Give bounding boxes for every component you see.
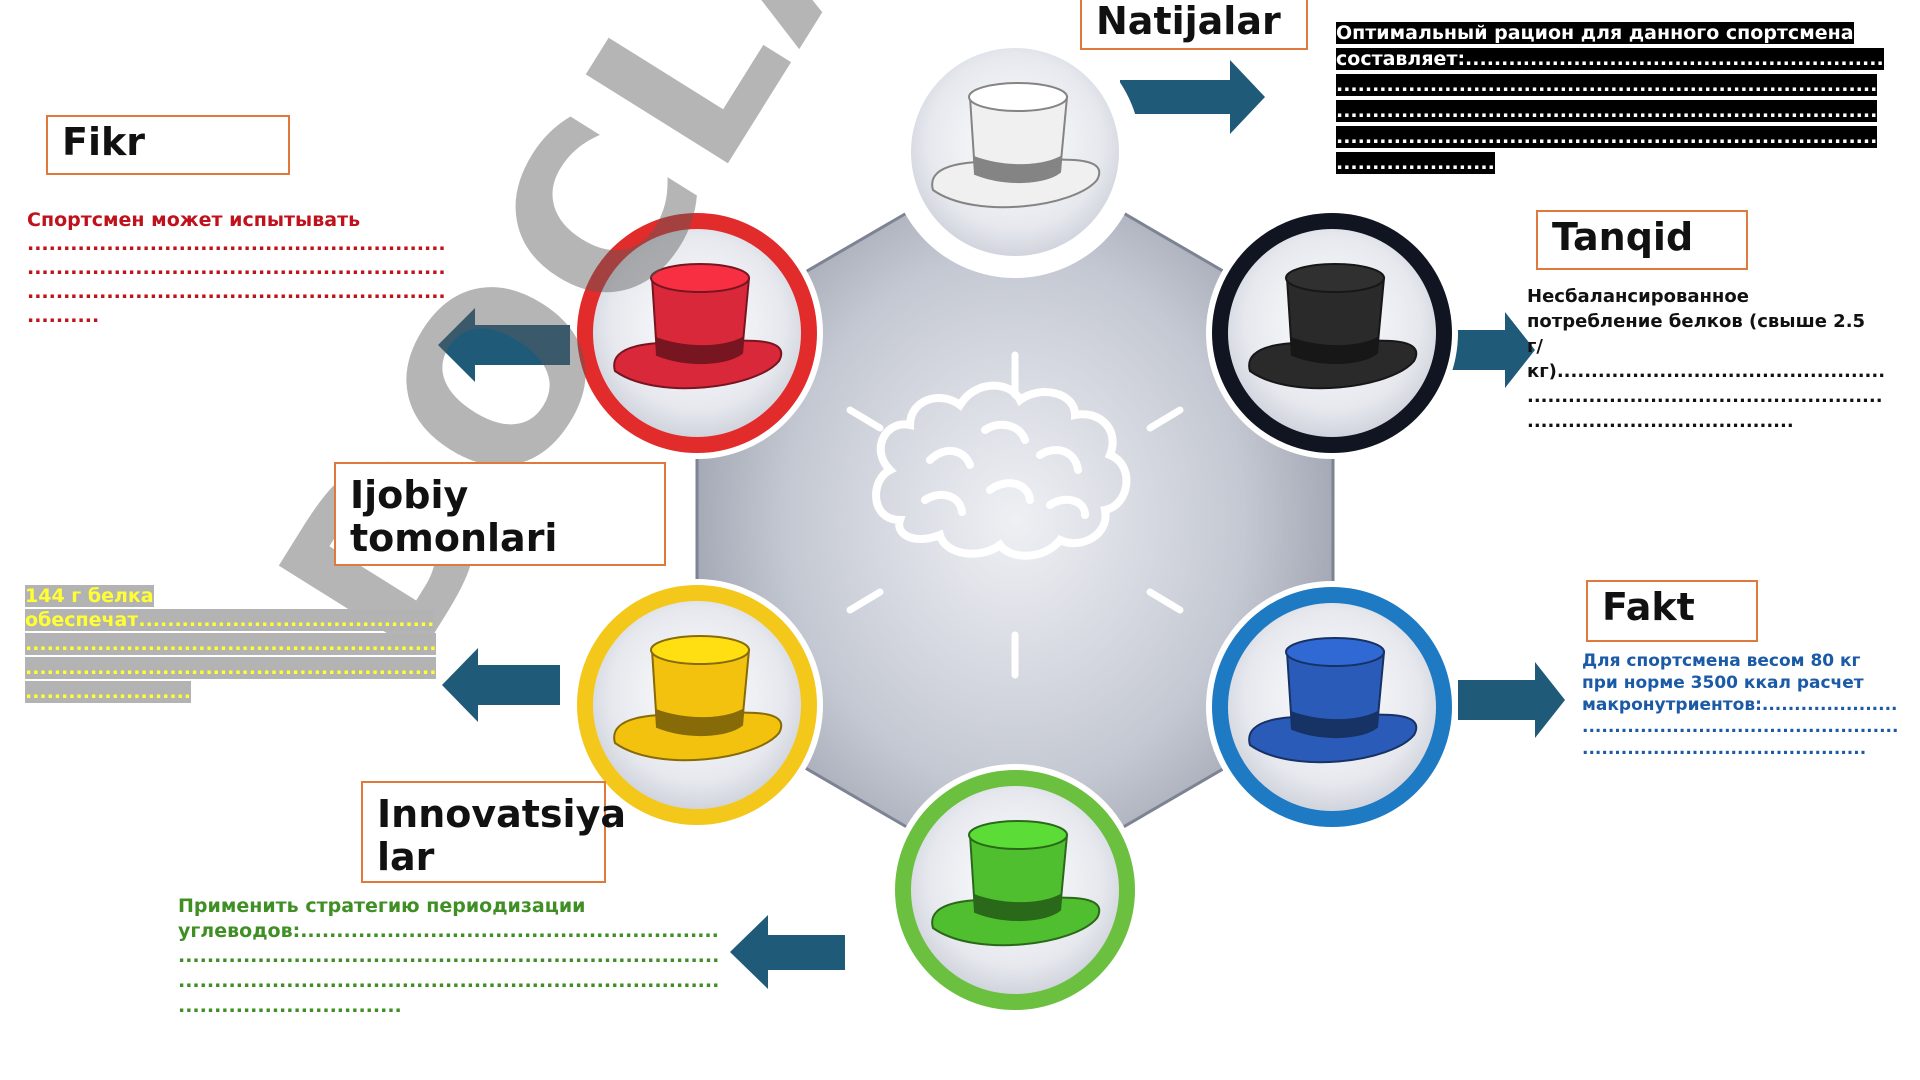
arrow-left-icon [730, 915, 845, 989]
text-innovatsiyalar-content: Применить стратегию периодизации углевод… [178, 895, 720, 1017]
text-innovatsiyalar: Применить стратегию периодизации углевод… [178, 894, 726, 1019]
black-hat-medallion [1206, 207, 1458, 459]
arrow-left-icon [438, 308, 570, 382]
green-hat-medallion [889, 764, 1141, 1016]
text-fikr: Спортсмен может испытывать .............… [27, 208, 447, 328]
blue-hat-medallion [1206, 581, 1458, 833]
label-ijobiy-text: Ijobiy tomonlari [350, 473, 558, 560]
rays [846, 351, 1184, 679]
text-natijalar-content: Оптимальный рацион для данного спортсмен… [1336, 22, 1884, 174]
text-tanqid-content: Несбалансированное потребление белков (с… [1527, 286, 1886, 432]
label-ijobiy: Ijobiy tomonlari [334, 462, 666, 566]
arrow-right-icon [1120, 60, 1265, 134]
top-hat-icon [1248, 637, 1418, 764]
text-fakt: Для спортсмена весом 80 кг при норме 350… [1582, 650, 1902, 760]
brain-icon [872, 381, 1131, 560]
text-fakt-content: Для спортсмена весом 80 кг при норме 350… [1582, 651, 1899, 759]
top-hat-icon [613, 635, 783, 762]
label-fakt: Fakt [1586, 580, 1758, 642]
label-tanqid-text: Tanqid [1552, 215, 1694, 259]
top-hat-icon [613, 263, 783, 390]
label-innovatsiyalar: Innovatsiya lar [361, 781, 626, 883]
yellow-hat-medallion [571, 579, 823, 831]
top-hat-icon [931, 82, 1101, 209]
text-natijalar: Оптимальный рацион для данного спортсмен… [1336, 20, 1884, 176]
label-natijalar-text: Natijalar [1096, 0, 1281, 43]
top-hat-icon [931, 820, 1101, 947]
text-ijobiy: 144 г белка обеспечат...................… [25, 584, 437, 704]
white-hat-medallion [889, 26, 1141, 278]
label-innovatsiyalar-line2: lar [377, 835, 435, 879]
text-ijobiy-content: 144 г белка обеспечат [25, 585, 154, 631]
text-tanqid: Несбалансированное потребление белков (с… [1527, 284, 1887, 434]
label-fikr: Fikr [46, 115, 290, 175]
label-tanqid: Tanqid [1536, 210, 1748, 270]
text-fikr-content: Спортсмен может испытывать .............… [27, 209, 446, 327]
label-fakt-text: Fakt [1602, 585, 1695, 629]
red-hat-medallion [571, 207, 823, 459]
arrow-left-icon [442, 648, 560, 722]
top-hat-icon [1248, 263, 1418, 390]
label-fikr-text: Fikr [62, 120, 145, 164]
arrow-right-icon [1458, 662, 1565, 738]
label-innovatsiyalar-line1: Innovatsiya [377, 792, 626, 836]
label-natijalar: Natijalar [1080, 0, 1308, 50]
